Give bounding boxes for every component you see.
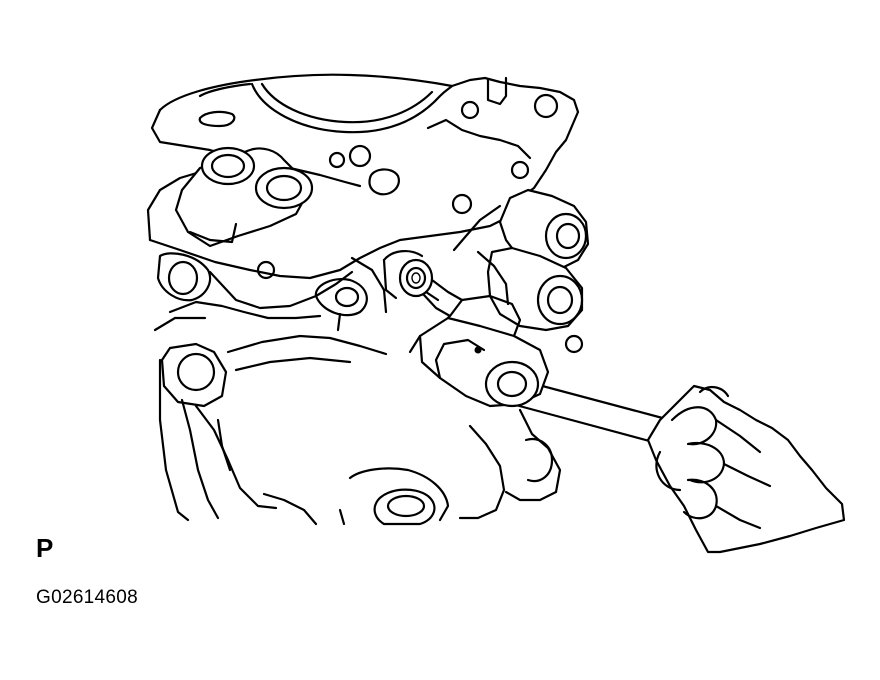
block-top-deck [150,73,580,215]
technician-hand [646,384,846,554]
figure-code: G02614608 [36,587,139,608]
view-label: P [36,533,54,563]
lower-block [158,334,562,526]
seal-installer-tool [382,250,702,458]
left-bosses [146,146,314,302]
right-bosses [452,188,590,354]
middle-rail [148,214,512,332]
